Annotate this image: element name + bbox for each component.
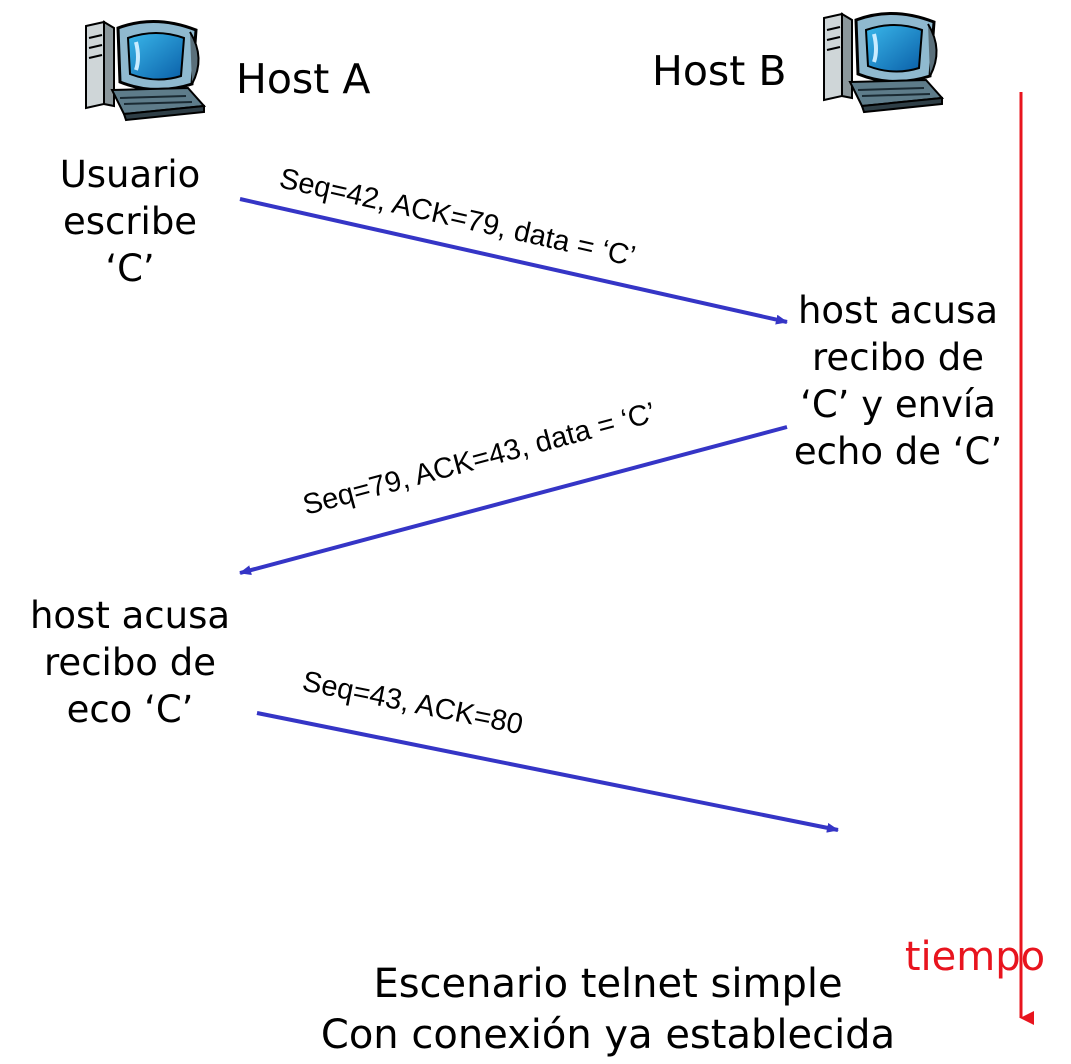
event-line: recibo de <box>44 641 216 684</box>
host-a-computer-icon <box>84 19 206 122</box>
event-host-b-ack: host acusa recibo de ‘C’ y envía echo de… <box>794 289 1002 473</box>
caption-line-1: Escenario telnet simple <box>373 961 842 1007</box>
event-line: escribe <box>63 200 197 243</box>
message-label-2: Seq=79, ACK=43, data = ‘C’ <box>300 397 659 522</box>
event-line: eco ‘C’ <box>67 688 194 731</box>
host-b-computer-icon <box>822 11 944 114</box>
message-arrow-3 <box>256 711 839 833</box>
time-label: tiempo <box>905 934 1045 980</box>
event-line: Usuario <box>60 153 201 196</box>
event-line: echo de ‘C’ <box>794 430 1002 473</box>
host-b-label: Host B <box>652 47 787 95</box>
message-arrow-2 <box>239 425 788 575</box>
caption-line-2: Con conexión ya establecida <box>321 1012 895 1058</box>
host-a-label: Host A <box>236 55 370 103</box>
event-host-a-ack: host acusa recibo de eco ‘C’ <box>30 594 230 731</box>
event-user-types: Usuario escribe ‘C’ <box>60 153 201 290</box>
event-line: recibo de <box>812 336 984 379</box>
event-line: ‘C’ y envía <box>800 383 996 426</box>
event-line: host acusa <box>798 289 998 332</box>
message-arrow-1 <box>239 197 788 325</box>
event-line: host acusa <box>30 594 230 637</box>
event-line: ‘C’ <box>105 247 154 290</box>
